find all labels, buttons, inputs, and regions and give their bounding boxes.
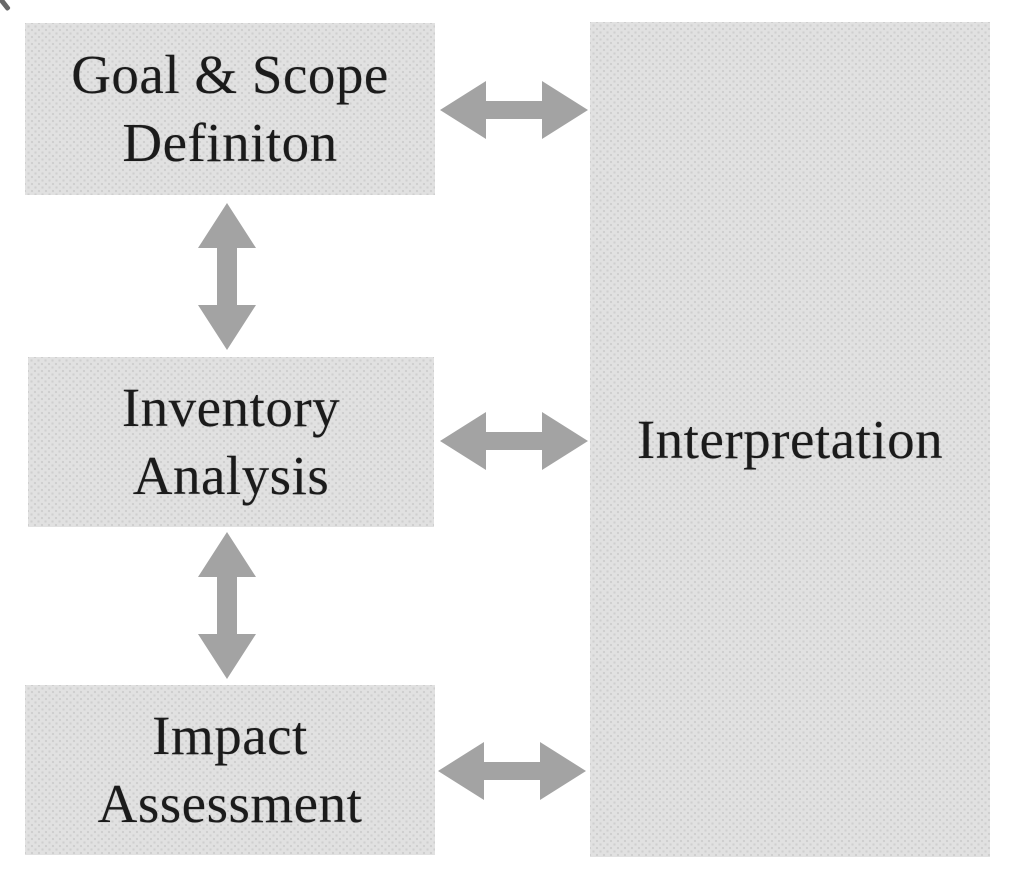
- double-arrow-icon-goal-interpretation: [440, 81, 588, 139]
- double-arrow-icon-impact-interpretation: [438, 742, 586, 800]
- box-inventory-line1: Inventory: [121, 377, 341, 438]
- box-goal-scope-definition: Goal & Scope Definiton: [25, 23, 435, 195]
- double-arrow-icon-goal-inventory: [198, 203, 256, 350]
- double-arrow-icon-inventory-interpretation: [440, 412, 588, 470]
- box-interpretation-line1: Interpretation: [636, 408, 944, 470]
- box-inventory-line2: Analysis: [132, 445, 330, 506]
- box-impact-assessment: Impact Assessment: [25, 685, 435, 855]
- box-goal-scope-line1: Goal & Scope: [71, 44, 389, 105]
- box-inventory-analysis: Inventory Analysis: [28, 357, 434, 527]
- corner-artifact: [0, 0, 11, 12]
- double-arrow-icon-inventory-impact: [198, 532, 256, 679]
- box-impact-line1: Impact: [152, 705, 308, 766]
- box-goal-scope-line2: Definiton: [122, 112, 338, 173]
- box-interpretation: Interpretation: [590, 22, 990, 857]
- box-impact-line2: Assessment: [97, 773, 363, 834]
